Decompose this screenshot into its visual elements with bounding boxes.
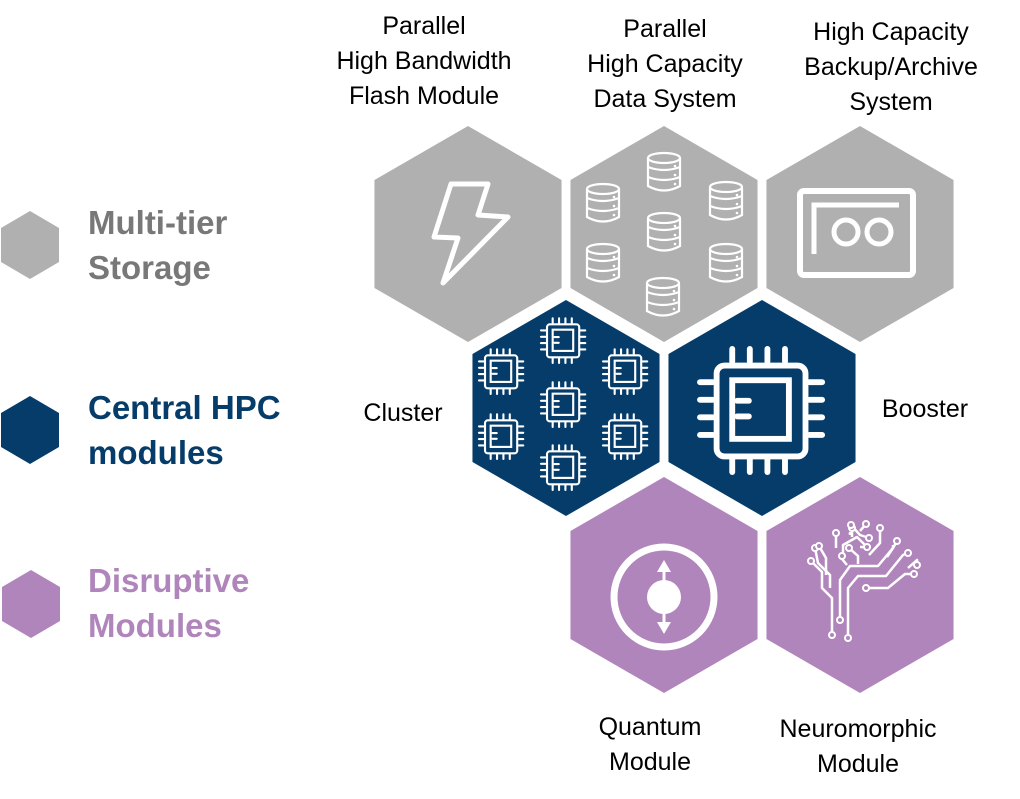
label-line: Data System — [593, 85, 737, 113]
label-line: Parallel — [623, 15, 707, 43]
legend-line: Modules — [88, 607, 222, 644]
label-cluster: Cluster — [363, 399, 443, 427]
label-neuromorphic-module: Neuromorphic Module — [779, 712, 936, 782]
legend-line: Storage — [88, 249, 211, 286]
label-backup-archive: High Capacity Backup/Archive System — [804, 15, 978, 120]
hex-cluster — [472, 300, 660, 516]
qubit-icon — [610, 543, 718, 651]
label-line: Flash Module — [348, 82, 500, 110]
label-flash-module: Parallel High Bandwidth Flash Module — [336, 9, 511, 114]
hex-data — [570, 126, 758, 342]
label-line: Module — [609, 748, 691, 776]
label-line: System — [849, 88, 933, 116]
legend-line: Multi-tier — [88, 204, 228, 241]
hex-booster — [668, 300, 856, 516]
legend-line: Central HPC — [88, 389, 281, 426]
label-line: Neuromorphic — [779, 715, 937, 743]
legend-label-disruptive: Disruptive Modules — [88, 558, 249, 648]
label-line: High Bandwidth — [336, 47, 512, 75]
label-line: Quantum — [598, 713, 702, 741]
legend-label-central: Central HPC modules — [88, 385, 281, 475]
legend-line: modules — [88, 434, 224, 471]
lightning-icon — [431, 181, 511, 286]
label-data-system: Parallel High Capacity Data System — [587, 12, 743, 117]
legend-hex-disruptive — [2, 570, 60, 638]
hex-neuro — [766, 477, 954, 693]
label-line: High Capacity — [587, 50, 743, 78]
tape-icon — [797, 188, 916, 278]
legend-hex-storage — [1, 211, 59, 279]
label-line: Module — [816, 750, 899, 778]
label-line: Parallel — [382, 12, 466, 40]
neural-circuit-icon — [807, 520, 921, 642]
label-quantum-module: Quantum Module — [599, 710, 702, 780]
label-line: High Capacity — [813, 18, 969, 46]
legend-line: Disruptive — [88, 562, 250, 599]
label-line: Backup/Archive — [804, 53, 978, 81]
hex-flash — [374, 126, 562, 342]
label-booster: Booster — [881, 395, 969, 423]
legend-hex-central — [1, 396, 59, 464]
legend-label-storage: Multi-tier Storage — [88, 200, 227, 290]
